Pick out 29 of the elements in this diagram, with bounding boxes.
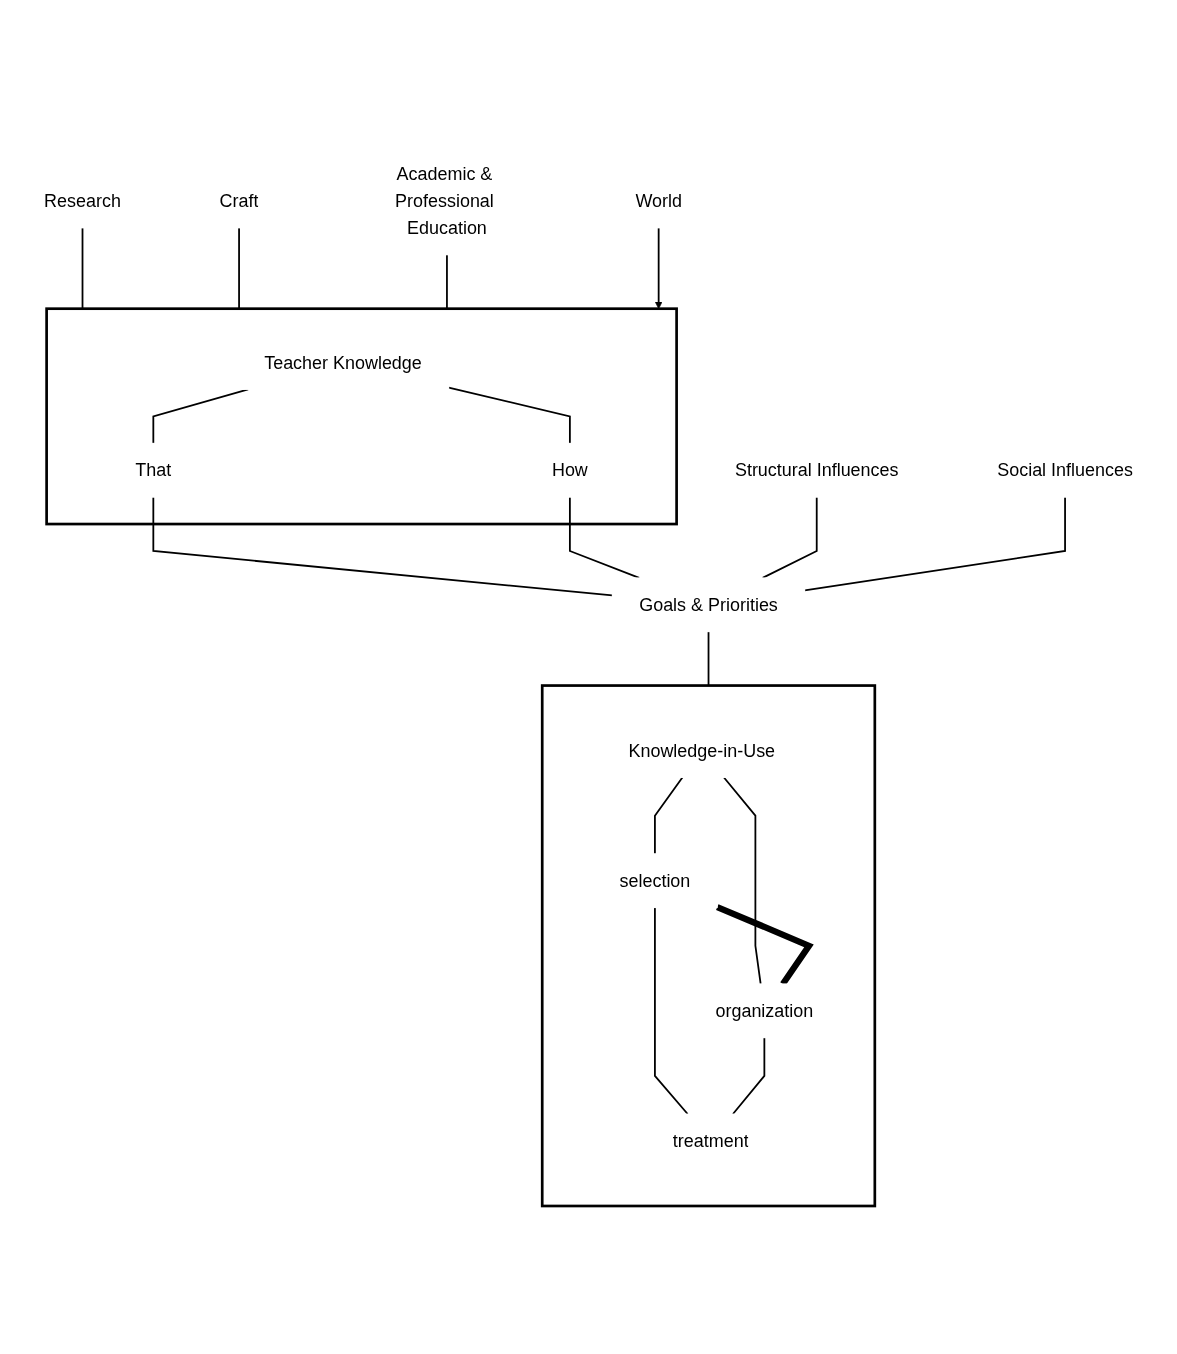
connector — [654, 907, 689, 1116]
node-text: Teacher Knowledge — [264, 353, 422, 373]
node-text: Goals & Priorities — [639, 595, 778, 616]
node-text: Social Influences — [997, 460, 1133, 481]
node-text: World — [635, 191, 682, 212]
connector — [761, 496, 818, 580]
connector — [447, 387, 571, 445]
node-text: Academic & Professional Education — [395, 164, 494, 239]
node-text: How — [551, 460, 588, 481]
connector — [238, 227, 240, 310]
connector — [654, 777, 684, 856]
connector — [732, 1037, 766, 1116]
cluster — [540, 684, 877, 1208]
connector — [723, 777, 762, 986]
node-text: Knowledge-in-Use — [628, 741, 776, 761]
node-text: Research — [44, 191, 121, 212]
cluster — [45, 307, 678, 526]
connector — [81, 227, 84, 310]
arrow — [654, 227, 663, 310]
node-text: Structural Influences — [734, 460, 899, 481]
node-text: Craft — [219, 191, 259, 212]
node-text: organization — [715, 1001, 814, 1022]
node-text: selection — [619, 871, 691, 891]
connector — [569, 496, 641, 580]
connector — [803, 496, 1066, 592]
node-text: That — [135, 460, 172, 481]
node-text: treatment — [672, 1131, 749, 1152]
connector — [446, 254, 448, 310]
connector — [152, 496, 614, 597]
